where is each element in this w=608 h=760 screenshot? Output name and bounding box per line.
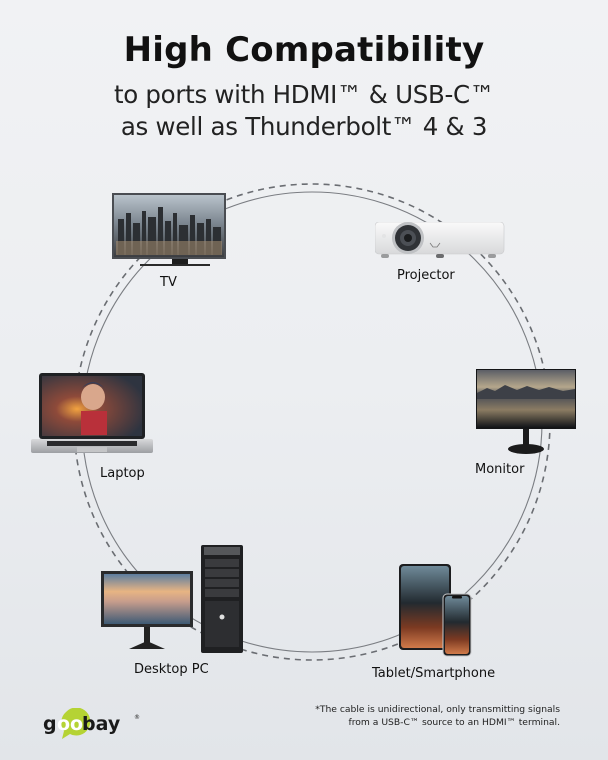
- svg-text:g: g: [43, 713, 57, 735]
- projector-label: Projector: [397, 268, 455, 283]
- subtitle-line-1: to ports with HDMI™ & USB-C™: [113, 80, 495, 109]
- laptop-device: [31, 373, 153, 461]
- desktop-pc-label: Desktop PC: [134, 662, 209, 677]
- goobay-logo-icon: g oo bay ®: [43, 707, 140, 739]
- laptop-icon: [31, 373, 153, 453]
- svg-text:®: ®: [134, 714, 140, 721]
- tablet-smartphone-icon: [399, 564, 472, 657]
- svg-text:oo: oo: [57, 713, 83, 735]
- footnote-line-2: from a USB-C™ source to an HDMI™ termina…: [348, 717, 560, 728]
- footnote-line-1: *The cable is unidirectional, only trans…: [315, 704, 560, 715]
- tv-device: [112, 193, 228, 272]
- monitor-device: [476, 369, 578, 461]
- svg-text:bay: bay: [82, 713, 121, 735]
- monitor-icon: [476, 369, 576, 454]
- projector-icon: [374, 221, 505, 258]
- laptop-label: Laptop: [100, 466, 145, 481]
- tv-icon: [112, 193, 226, 266]
- projector-device: [374, 221, 507, 264]
- tablet-smartphone-device: [399, 564, 479, 664]
- footnote: *The cable is unidirectional, only trans…: [315, 703, 560, 729]
- tablet-smartphone-label: Tablet/Smartphone: [372, 666, 496, 681]
- goobay-logo: g oo bay ®: [43, 707, 143, 740]
- desktop-pc-icon: [101, 545, 243, 653]
- monitor-label: Monitor: [475, 462, 525, 477]
- subtitle-line-2: as well as Thunderbolt™ 4 & 3: [120, 112, 488, 141]
- desktop-pc-device: [101, 545, 247, 661]
- tv-label: TV: [160, 275, 177, 290]
- page-title: High Compatibility: [123, 30, 485, 70]
